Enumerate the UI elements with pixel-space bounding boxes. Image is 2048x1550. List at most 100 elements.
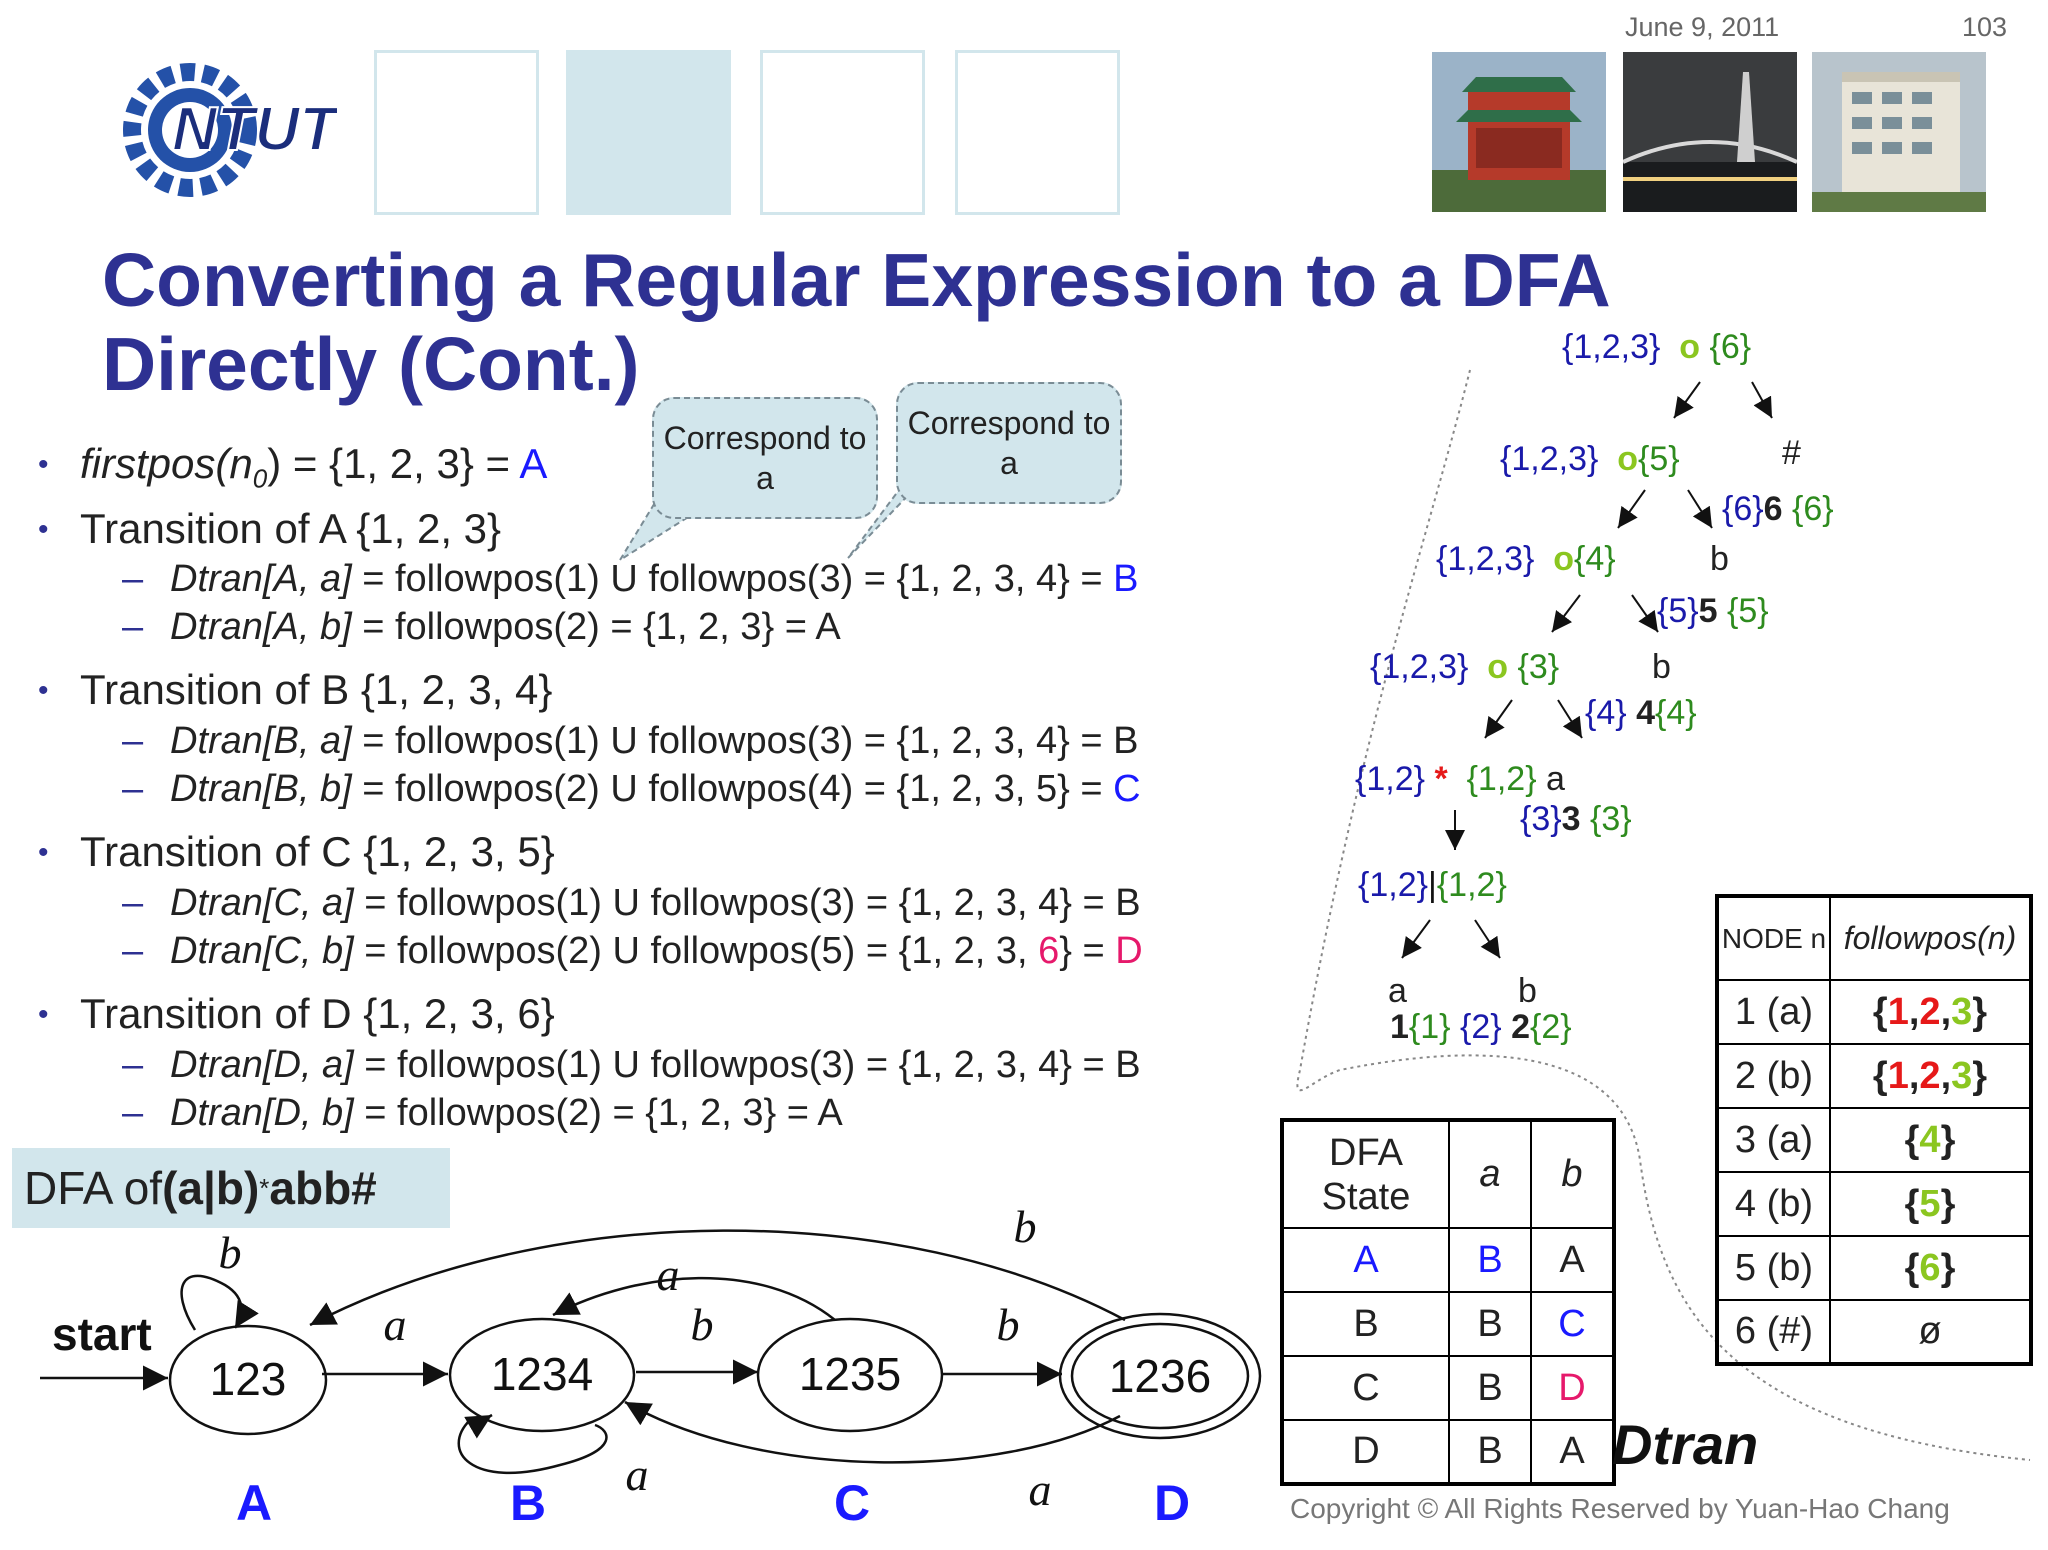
followpos-node: 4 (b) <box>1716 1171 1831 1237</box>
slide-title: Converting a Regular Expression to a DFA… <box>102 238 1611 406</box>
state-1236-outer <box>1058 1312 1262 1440</box>
edge-label-a-1236-1234: a <box>1029 1464 1052 1515</box>
followpos-value: ø <box>1829 1299 2032 1365</box>
page-number: 103 <box>1962 12 2008 42</box>
state-1235 <box>756 1317 944 1433</box>
dtran-cell: C <box>1530 1291 1615 1357</box>
dtran-cell: B <box>1448 1355 1532 1421</box>
edge-1236-123 <box>309 1229 1126 1327</box>
decor-square <box>760 50 925 215</box>
tree-leaf-1-2: 1{1} {2} 2{2} <box>1390 1008 1572 1046</box>
bullet-dot: • <box>38 513 49 546</box>
title-line-1: Converting a Regular Expression to a DFA <box>102 238 1611 322</box>
tree-region <box>1296 369 2031 1461</box>
edge-label-a-1234-self: a <box>626 1449 649 1500</box>
decor-square <box>955 50 1120 215</box>
tree-leaf-5: {5}5 {5} <box>1657 592 1769 630</box>
tree-node-1: {1,2,3} o {6} <box>1562 328 1752 366</box>
callout-correspond-2: Correspond to a <box>896 382 1122 504</box>
followpos-table: NODE n followpos(n) 1 (a) {1,2,3} 2 (b) … <box>1715 894 2033 1366</box>
edge-1235-1234 <box>552 1276 836 1321</box>
state-label-123: 123 <box>210 1353 287 1405</box>
followpos-value: {1,2,3} <box>1829 979 2032 1045</box>
ntut-logo: NTUT <box>112 50 343 200</box>
dtran-d-b: –Dtran[D, b] = followpos(2) = {1, 2, 3} … <box>122 1092 843 1134</box>
state-label-1235: 1235 <box>799 1348 901 1400</box>
decor-square-filled <box>566 50 731 215</box>
start-label: start <box>52 1308 152 1360</box>
followpos-value: {5} <box>1829 1171 2032 1237</box>
state-letter-c: C <box>834 1475 870 1531</box>
copyright: Copyright © All Rights Reserved by Yuan-… <box>1290 1493 1950 1524</box>
bullet-dot: • <box>38 836 49 869</box>
tree-sym-b-2: b <box>1652 648 1671 686</box>
tree-node-or: {1,2}|{1,2} <box>1358 866 1507 904</box>
edge-label-b-1234-1235: b <box>691 1299 714 1350</box>
tree-node-star: {1,2} * {1,2} a <box>1355 760 1565 798</box>
dtran-b-b: –Dtran[B, b] = followpos(2) U followpos(… <box>122 768 1141 810</box>
state-1234 <box>448 1317 636 1433</box>
tree-leaf-6: {6}6 {6} <box>1722 490 1834 528</box>
dtran-cell: B <box>1448 1291 1532 1357</box>
tree-node-2: {1,2,3} o{5} <box>1500 440 1680 478</box>
dtran-d-a: –Dtran[D, a] = followpos(1) U followpos(… <box>122 1044 1141 1086</box>
tree-node-3: {1,2,3} o{4} <box>1436 540 1616 578</box>
dtran-a-b: –Dtran[A, b] = followpos(2) = {1, 2, 3} … <box>122 606 841 648</box>
bullet-dot: • <box>38 448 49 481</box>
state-label-1236: 1236 <box>1109 1350 1211 1402</box>
dtran-cell: A <box>1530 1227 1615 1293</box>
bullet-transition-d: •Transition of D {1, 2, 3, 6} <box>38 990 555 1037</box>
tree-boundary <box>1296 369 2031 1461</box>
bullet-dot: • <box>38 674 49 707</box>
edge-label-a-1235-1234: a <box>657 1249 680 1300</box>
logo-text: NTUT <box>172 95 337 164</box>
dtran-c-a: –Dtran[C, a] = followpos(1) U followpos(… <box>122 882 1141 924</box>
edge-label-b-1235-1236: b <box>997 1299 1020 1350</box>
loop-1234 <box>457 1419 608 1475</box>
edge-label-a-123-1234: a <box>384 1299 407 1350</box>
photo-building <box>1812 52 1986 212</box>
state-letter-a: A <box>236 1475 272 1531</box>
dtran-a-a: –Dtran[A, a] = followpos(1) U followpos(… <box>122 558 1139 600</box>
dtran-header-a: a <box>1448 1119 1532 1229</box>
photo-bridge-night <box>1623 52 1797 212</box>
state-letter-d: D <box>1154 1475 1190 1531</box>
followpos-value: {4} <box>1829 1107 2032 1173</box>
dtran-header-b: b <box>1530 1119 1615 1229</box>
dfa-label: DFA of (a|b)*abb# <box>12 1148 450 1228</box>
dtran-cell: D <box>1530 1355 1615 1421</box>
bullet-transition-a: •Transition of A {1, 2, 3} <box>38 505 502 552</box>
dtran-header-state: DFA State <box>1281 1119 1450 1229</box>
followpos-header-followpos: followpos(n) <box>1829 895 2032 981</box>
state-1236-inner <box>1070 1322 1250 1430</box>
edge-1236-1234 <box>624 1400 1121 1464</box>
dtran-caption: Dtran <box>1612 1413 1759 1476</box>
loop-123 <box>180 1274 259 1331</box>
photo-grand-hotel <box>1432 52 1606 212</box>
tree-hash: # <box>1782 434 1801 472</box>
dtran-cell: B <box>1448 1419 1532 1485</box>
bullet-firstpos: • firstpos(n0) = {1, 2, 3} = A <box>38 440 548 494</box>
followpos-node: 6 (#) <box>1716 1299 1831 1365</box>
dtran-cell: C <box>1281 1355 1450 1421</box>
followpos-node: 3 (a) <box>1716 1107 1831 1173</box>
decor-square <box>374 50 539 215</box>
state-label-1234: 1234 <box>491 1348 593 1400</box>
dtran-table: DFA State a b A B A B B C C B D D B A <box>1280 1118 1616 1486</box>
followpos-header-node: NODE n <box>1716 895 1831 981</box>
dfa-diagram: 123 1234 1235 1236 start a b a b a b a b… <box>40 1201 1262 1531</box>
slide-date: June 9, 2011 <box>1625 12 1780 42</box>
dtran-c-b: –Dtran[C, b] = followpos(2) U followpos(… <box>122 930 1143 972</box>
followpos-node: 5 (b) <box>1716 1235 1831 1301</box>
bullet-transition-c: •Transition of C {1, 2, 3, 5} <box>38 828 555 875</box>
bullet-transition-b: •Transition of B {1, 2, 3, 4} <box>38 666 553 713</box>
tree-leaf-3: {3}3 {3} <box>1520 800 1632 838</box>
state-123 <box>168 1324 328 1436</box>
edge-label-b-123-self: b <box>219 1227 242 1278</box>
followpos-value: {6} <box>1829 1235 2032 1301</box>
tree-sym-b-3: b <box>1518 972 1537 1010</box>
followpos-node: 1 (a) <box>1716 979 1831 1045</box>
state-letter-b: B <box>510 1475 546 1531</box>
edge-label-b-1236-123: b <box>1014 1201 1037 1252</box>
dtran-cell: B <box>1448 1227 1532 1293</box>
